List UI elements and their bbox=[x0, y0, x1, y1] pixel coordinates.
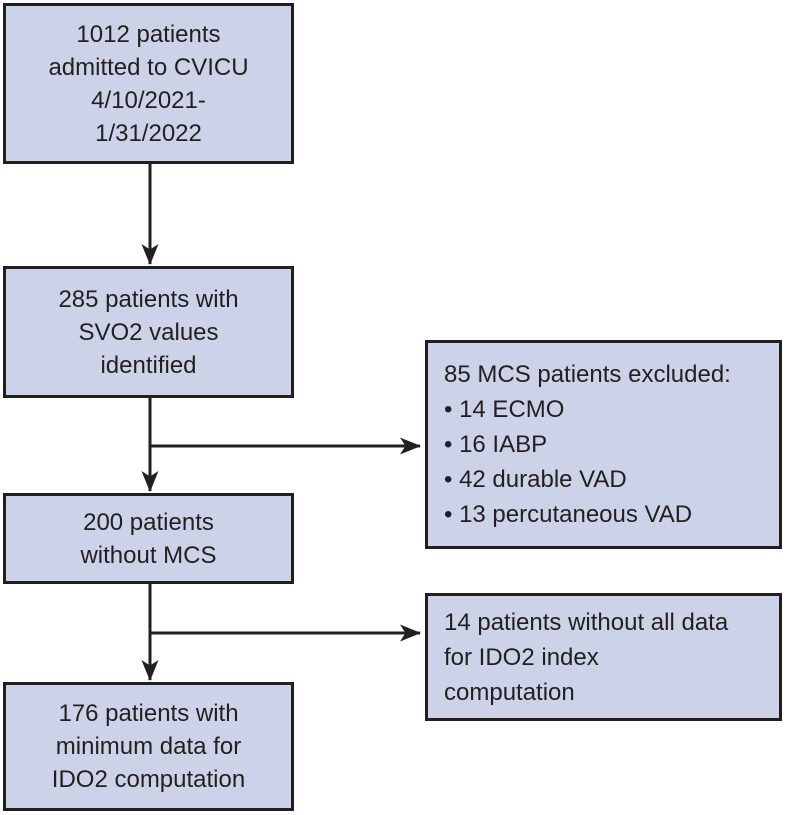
flow-box-admitted: 1012 patients admitted to CVICU 4/10/202… bbox=[3, 3, 294, 164]
flow-box-missing-data: 14 patients without all data for IDO2 in… bbox=[425, 593, 782, 721]
flow-box-ido2-computation: 176 patients with minimum data for IDO2 … bbox=[3, 682, 294, 811]
flow-box-svo2-identified: 285 patients with SVO2 values identified bbox=[3, 266, 294, 398]
flow-box-mcs-excluded: 85 MCS patients excluded: • 14 ECMO • 16… bbox=[425, 340, 782, 549]
flow-box-without-mcs: 200 patients without MCS bbox=[3, 493, 294, 584]
